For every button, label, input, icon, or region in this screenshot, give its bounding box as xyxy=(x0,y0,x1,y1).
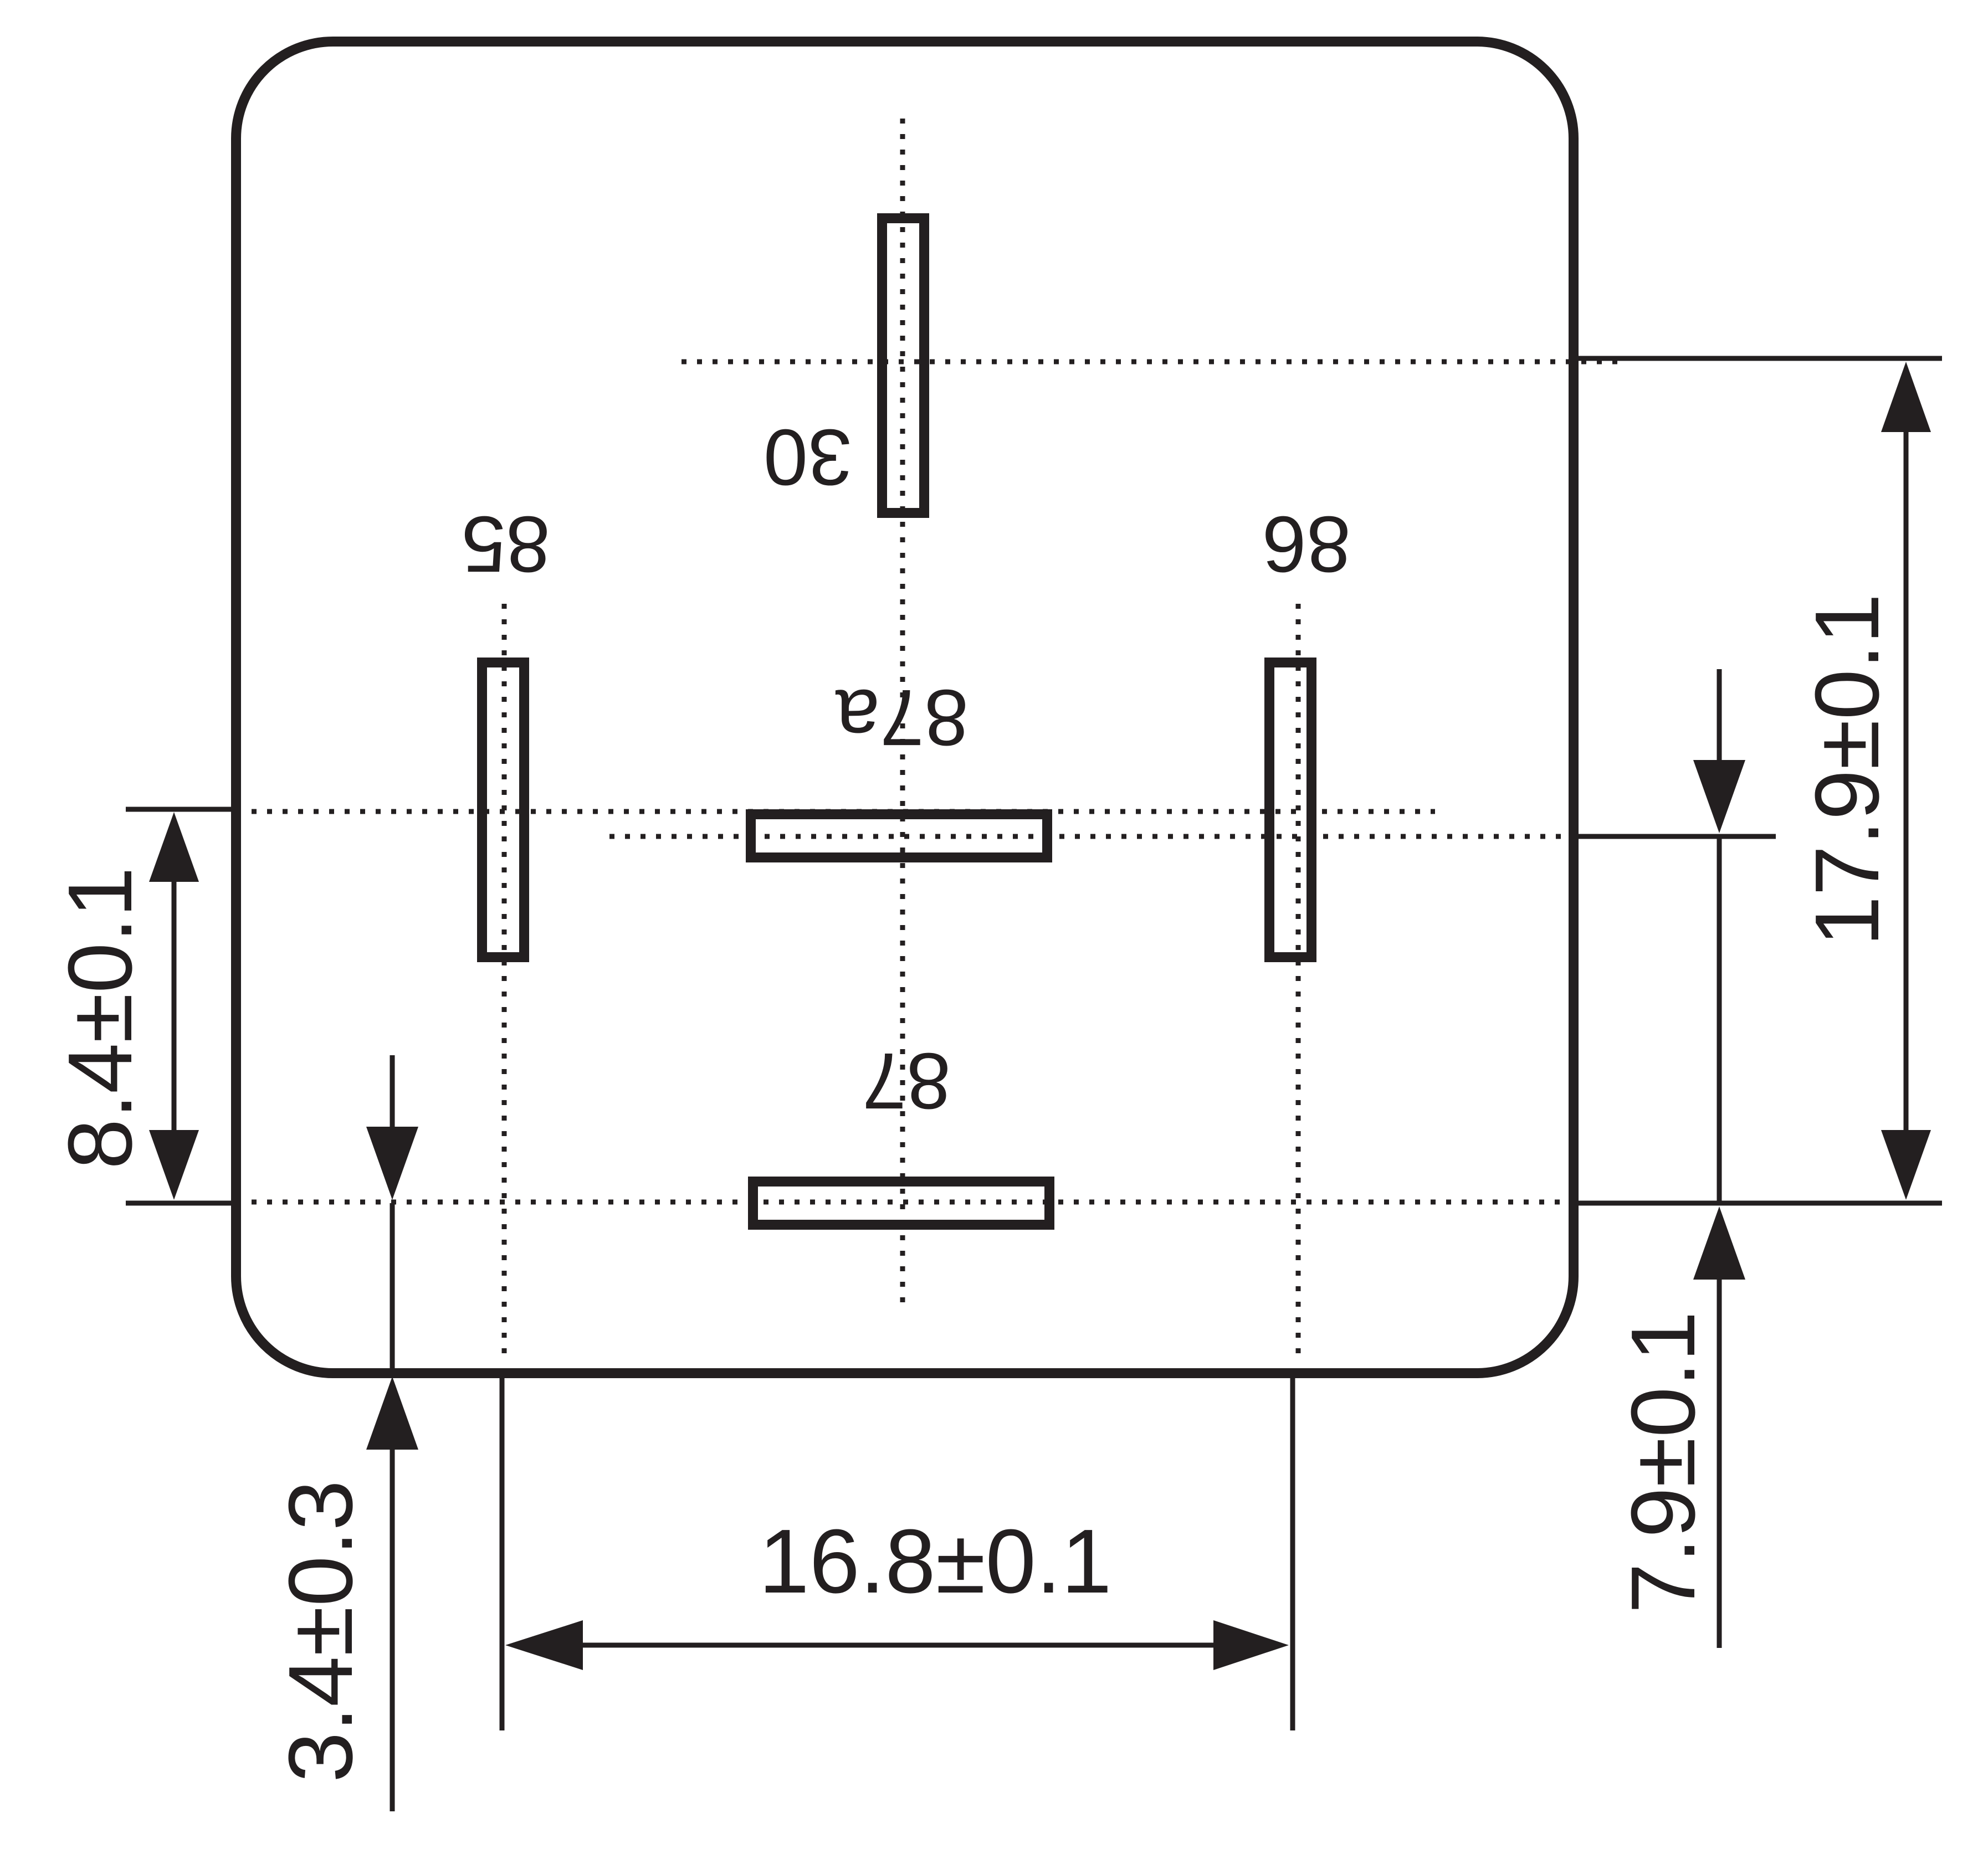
pin-label-87: 87 xyxy=(862,1036,951,1126)
arrow-8-4-top xyxy=(149,812,199,882)
pins xyxy=(477,213,1316,1230)
arrow-16-8-right xyxy=(1213,1620,1289,1670)
center-lines xyxy=(236,119,1623,1363)
dimension-label-17-9: 17.9±0.1 xyxy=(1796,593,1898,946)
arrow-17-9-top xyxy=(1881,362,1931,432)
extension-lines xyxy=(126,356,1942,1730)
pin-label-86: 86 xyxy=(1262,500,1351,589)
arrow-8-4-bottom xyxy=(149,1130,199,1200)
pin-label-30: 30 xyxy=(764,413,852,502)
pin-label-87a: 87a xyxy=(835,673,969,762)
pin-86-terminal xyxy=(1264,658,1316,962)
arrow-7-9-up xyxy=(1693,1206,1745,1280)
pin-87a-terminal xyxy=(746,809,1052,862)
pin-label-85: 85 xyxy=(462,500,550,589)
dimension-arrows xyxy=(149,362,1931,1670)
arrow-3-4-up xyxy=(366,1377,418,1450)
pin-87-terminal xyxy=(748,1177,1054,1230)
dimension-label-3-4: 3.4±0.3 xyxy=(270,1480,371,1783)
arrow-17-9-bottom xyxy=(1881,1130,1931,1200)
dimension-label-8-4: 8.4±0.1 xyxy=(49,867,151,1169)
dimension-labels: 17.9±0.1 8.4±0.1 3.4±0.3 7.9±0.1 16.8±0.… xyxy=(49,593,1898,1783)
relay-body-outline xyxy=(231,37,1579,1378)
arrow-7-9-down xyxy=(1693,760,1745,833)
arrow-16-8-left xyxy=(505,1620,583,1670)
pin-30-terminal xyxy=(877,213,929,518)
dimension-label-16-8: 16.8±0.1 xyxy=(759,1511,1111,1612)
pin-85-terminal xyxy=(477,658,529,962)
dimension-label-7-9: 7.9±0.1 xyxy=(1612,1311,1714,1614)
arrow-3-4-down xyxy=(366,1127,418,1200)
pin-labels: 30 85 86 87a 87 xyxy=(462,413,1351,1126)
dimension-lines xyxy=(171,427,1909,1811)
